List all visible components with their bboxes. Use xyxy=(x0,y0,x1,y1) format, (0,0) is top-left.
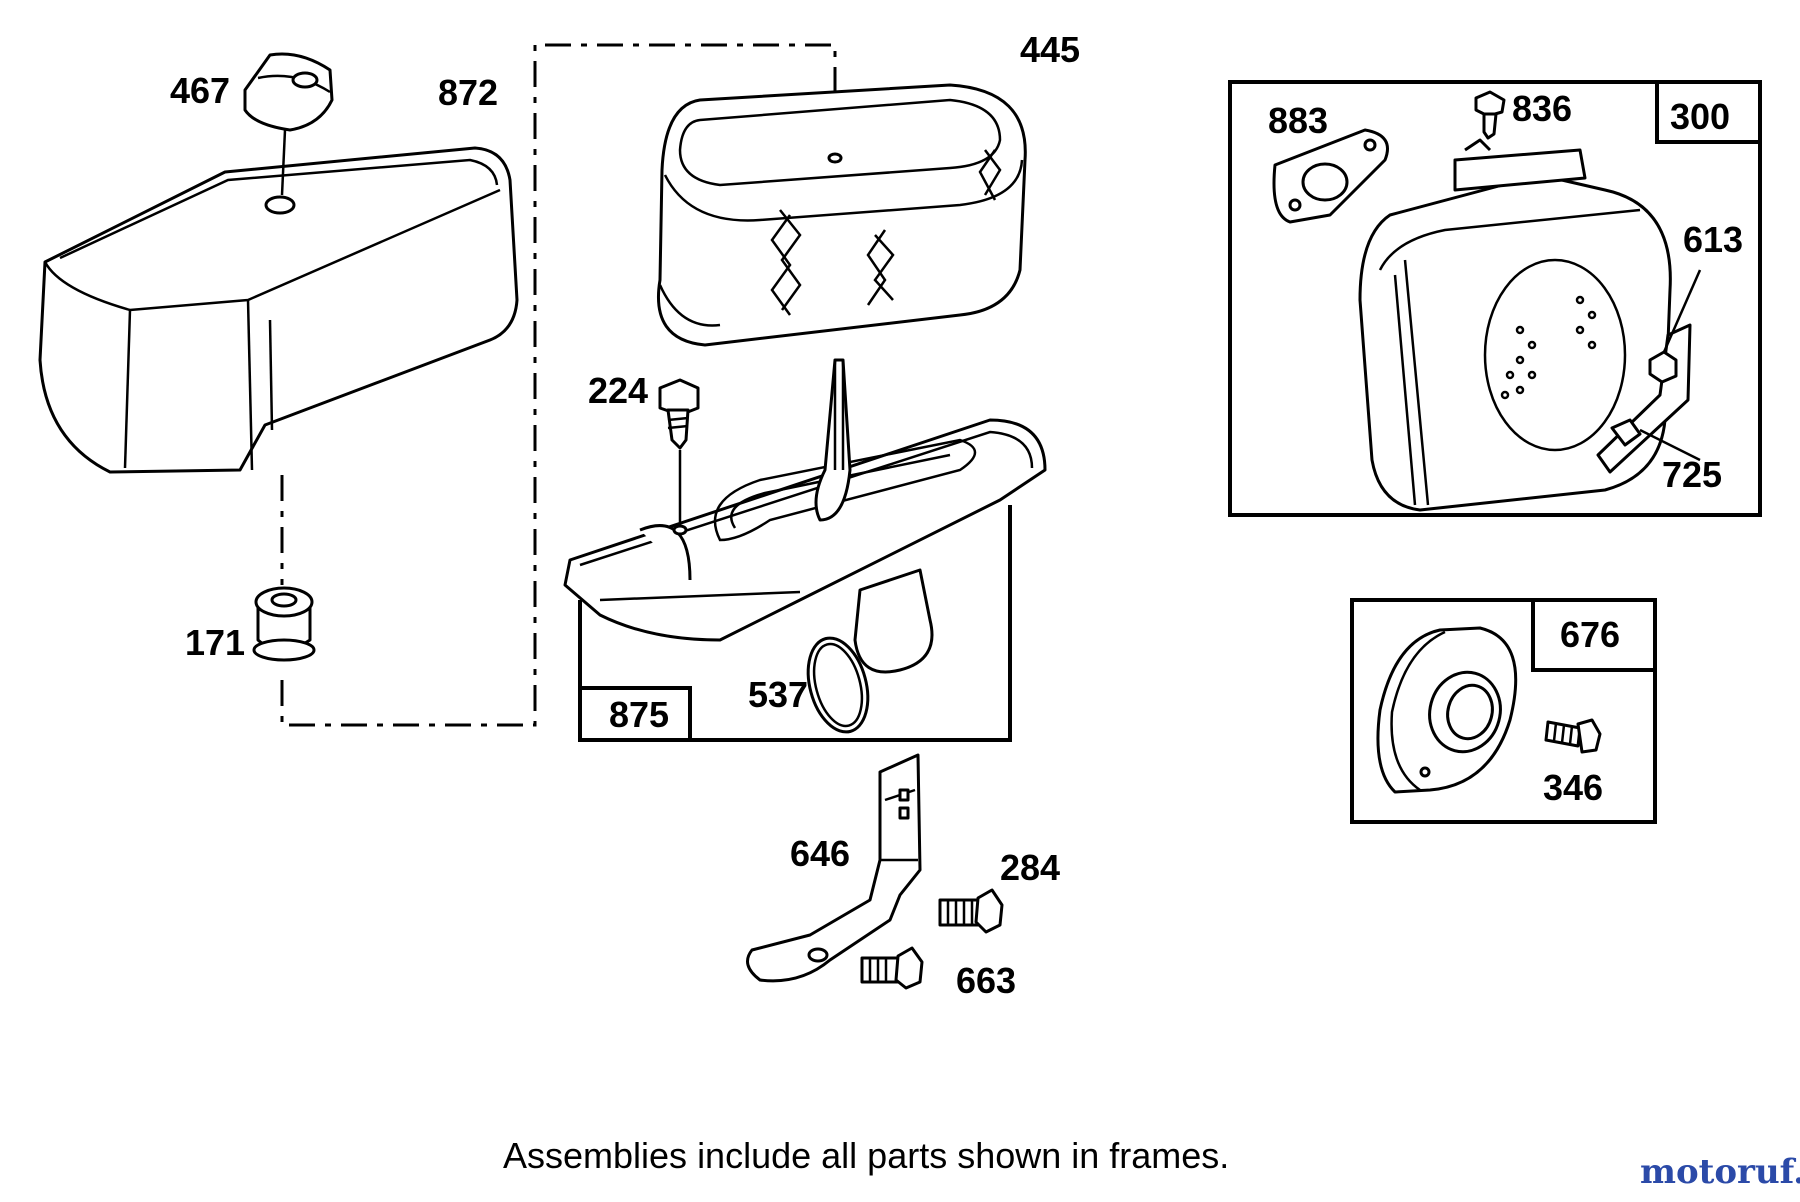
bolt-284[interactable] xyxy=(938,888,1004,934)
label-467: 467 xyxy=(170,70,230,111)
label-445: 445 xyxy=(1020,29,1080,70)
label-346: 346 xyxy=(1543,767,1603,808)
muffler-perforations xyxy=(1500,295,1597,400)
label-676: 676 xyxy=(1560,614,1620,655)
screw-836[interactable] xyxy=(1474,90,1506,140)
screw-346[interactable] xyxy=(1544,718,1602,754)
bolt-224[interactable] xyxy=(658,378,700,450)
filter-pattern xyxy=(770,149,1002,316)
label-613: 613 xyxy=(1683,219,1743,260)
label-725: 725 xyxy=(1662,454,1722,495)
frame-875 xyxy=(578,505,1012,742)
bolt-663[interactable] xyxy=(860,946,924,990)
muffler-body[interactable] xyxy=(1358,138,1672,512)
label-663: 663 xyxy=(956,960,1016,1001)
frame-676 xyxy=(1350,598,1657,824)
knob-467[interactable] xyxy=(243,52,334,132)
watermark-logo[interactable]: motoruf.de xyxy=(1640,1152,1800,1192)
label-224: 224 xyxy=(588,370,648,411)
label-171: 171 xyxy=(185,622,245,663)
part-labels: 467 872 171 445 224 875 537 646 284 663 … xyxy=(170,29,1743,1001)
label-646: 646 xyxy=(790,833,850,874)
label-836: 836 xyxy=(1512,88,1572,129)
muffler-guard-676[interactable] xyxy=(1376,626,1518,794)
caption: Assemblies include all parts shown in fr… xyxy=(503,1135,1229,1176)
frame-300 xyxy=(1228,80,1762,517)
frame-875-tag xyxy=(578,686,692,742)
label-875: 875 xyxy=(609,694,669,735)
grommet-171[interactable] xyxy=(252,586,316,662)
label-537: 537 xyxy=(748,674,808,715)
air-cleaner-cover-872[interactable] xyxy=(38,146,519,474)
label-284: 284 xyxy=(1000,847,1060,888)
air-cleaner-base-875[interactable] xyxy=(563,358,1047,674)
label-883: 883 xyxy=(1268,100,1328,141)
bracket-646[interactable] xyxy=(746,753,922,983)
screw-613[interactable] xyxy=(1648,350,1678,384)
label-872: 872 xyxy=(438,72,498,113)
air-filter-445[interactable] xyxy=(657,83,1027,347)
label-300: 300 xyxy=(1670,96,1730,137)
frame-676-tag xyxy=(1531,598,1657,672)
frame-300-tag xyxy=(1655,80,1762,144)
assembly-dash-line xyxy=(280,43,837,727)
gasket-883[interactable] xyxy=(1272,128,1389,224)
